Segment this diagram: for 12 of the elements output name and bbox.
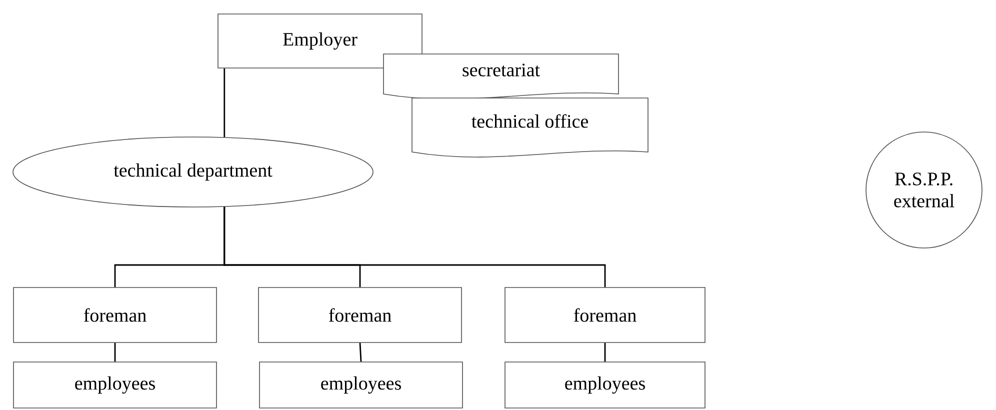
connector-line [359,342,362,362]
connector-line [224,206,606,288]
process-box: foreman [504,287,706,343]
process-box: foreman [258,287,462,343]
process-box: employees [504,362,706,408]
connector-line [224,68,226,138]
connector-line [114,342,116,362]
process-box: Employer [218,14,422,68]
connector-line [604,342,606,362]
process-box: employees [13,362,217,408]
process-box: employees [259,362,463,408]
process-box: foreman [13,287,217,343]
